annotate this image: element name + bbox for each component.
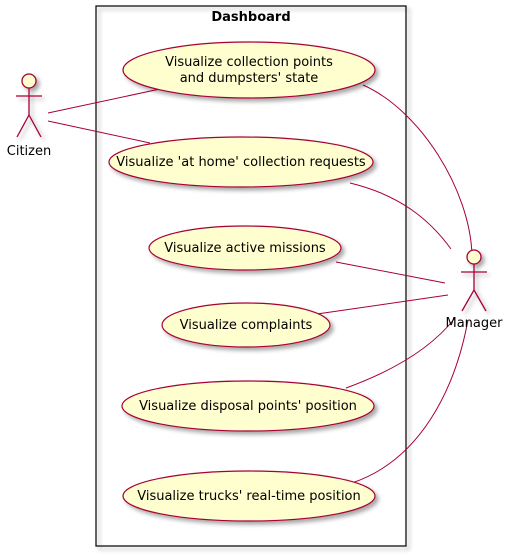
system-title: Dashboard	[211, 10, 290, 25]
use-case-label: Visualize active missions	[164, 241, 326, 256]
use-case-label: Visualize complaints	[180, 318, 313, 333]
actor-label-citizen: Citizen	[7, 144, 51, 159]
use-case-collection-points: Visualize collection points and dumpster…	[122, 41, 376, 99]
use-case-disposal-points: Visualize disposal points' position	[121, 380, 375, 432]
use-case-complaints: Visualize complaints	[161, 302, 331, 348]
use-case-label-line-2: and dumpsters' state	[180, 71, 319, 86]
link-manager-trucks-position	[351, 319, 469, 484]
stick-figure-icon	[461, 249, 487, 312]
link-manager-home-requests	[349, 182, 452, 250]
link-manager-complaints	[316, 294, 449, 315]
actor-citizen	[16, 73, 42, 138]
use-case-active-missions: Visualize active missions	[148, 225, 342, 271]
stick-figure-icon	[16, 73, 42, 138]
actor-manager	[461, 249, 487, 312]
use-case-home-requests: Visualize 'at home' collection requests	[108, 136, 374, 188]
system-boundary: Dashboard	[95, 5, 407, 547]
actor-label-manager: Manager	[446, 316, 504, 331]
use-case-label: Visualize disposal points' position	[139, 399, 357, 414]
use-case-trucks-position: Visualize trucks' real-time position	[122, 470, 376, 522]
link-manager-collection-points	[362, 84, 473, 256]
link-citizen-home-requests	[47, 120, 151, 144]
link-manager-active-missions	[335, 261, 446, 284]
link-citizen-collection-points	[47, 88, 161, 114]
use-case-label: Visualize 'at home' collection requests	[116, 155, 366, 170]
link-manager-disposal-points	[345, 317, 456, 389]
use-case-label-line-1: Visualize collection points	[165, 55, 333, 70]
use-case-label: Visualize trucks' real-time position	[137, 489, 361, 504]
links	[47, 84, 473, 484]
